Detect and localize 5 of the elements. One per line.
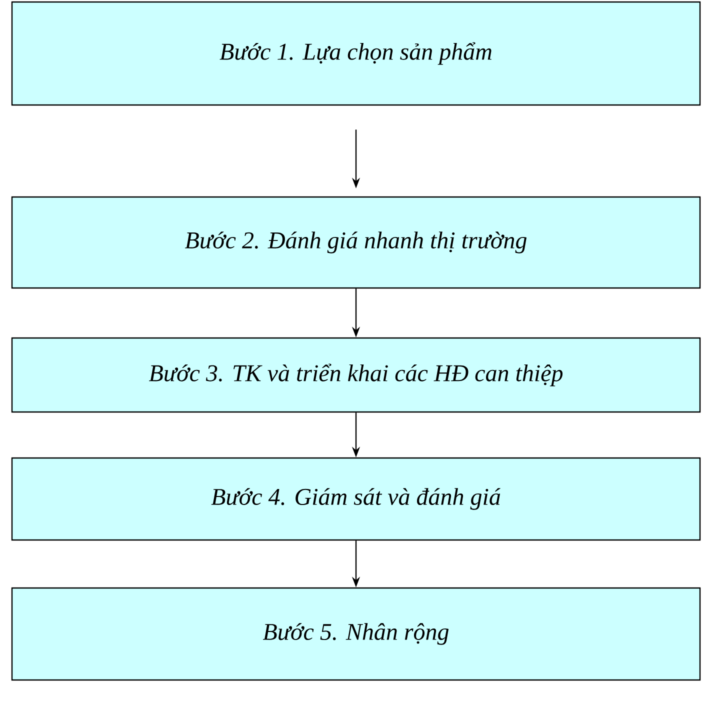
step-box: Bước 4. Giám sát và đánh giá <box>11 457 701 541</box>
step-box: Bước 3. TK và triển khai các HĐ can thiệp <box>11 337 701 413</box>
step-box: Bước 5. Nhân rộng <box>11 587 701 681</box>
step-box: Bước 2. Đánh giá nhanh thị trường <box>11 196 701 289</box>
step-box: Bước 1. Lựa chọn sản phẩm <box>11 1 701 106</box>
